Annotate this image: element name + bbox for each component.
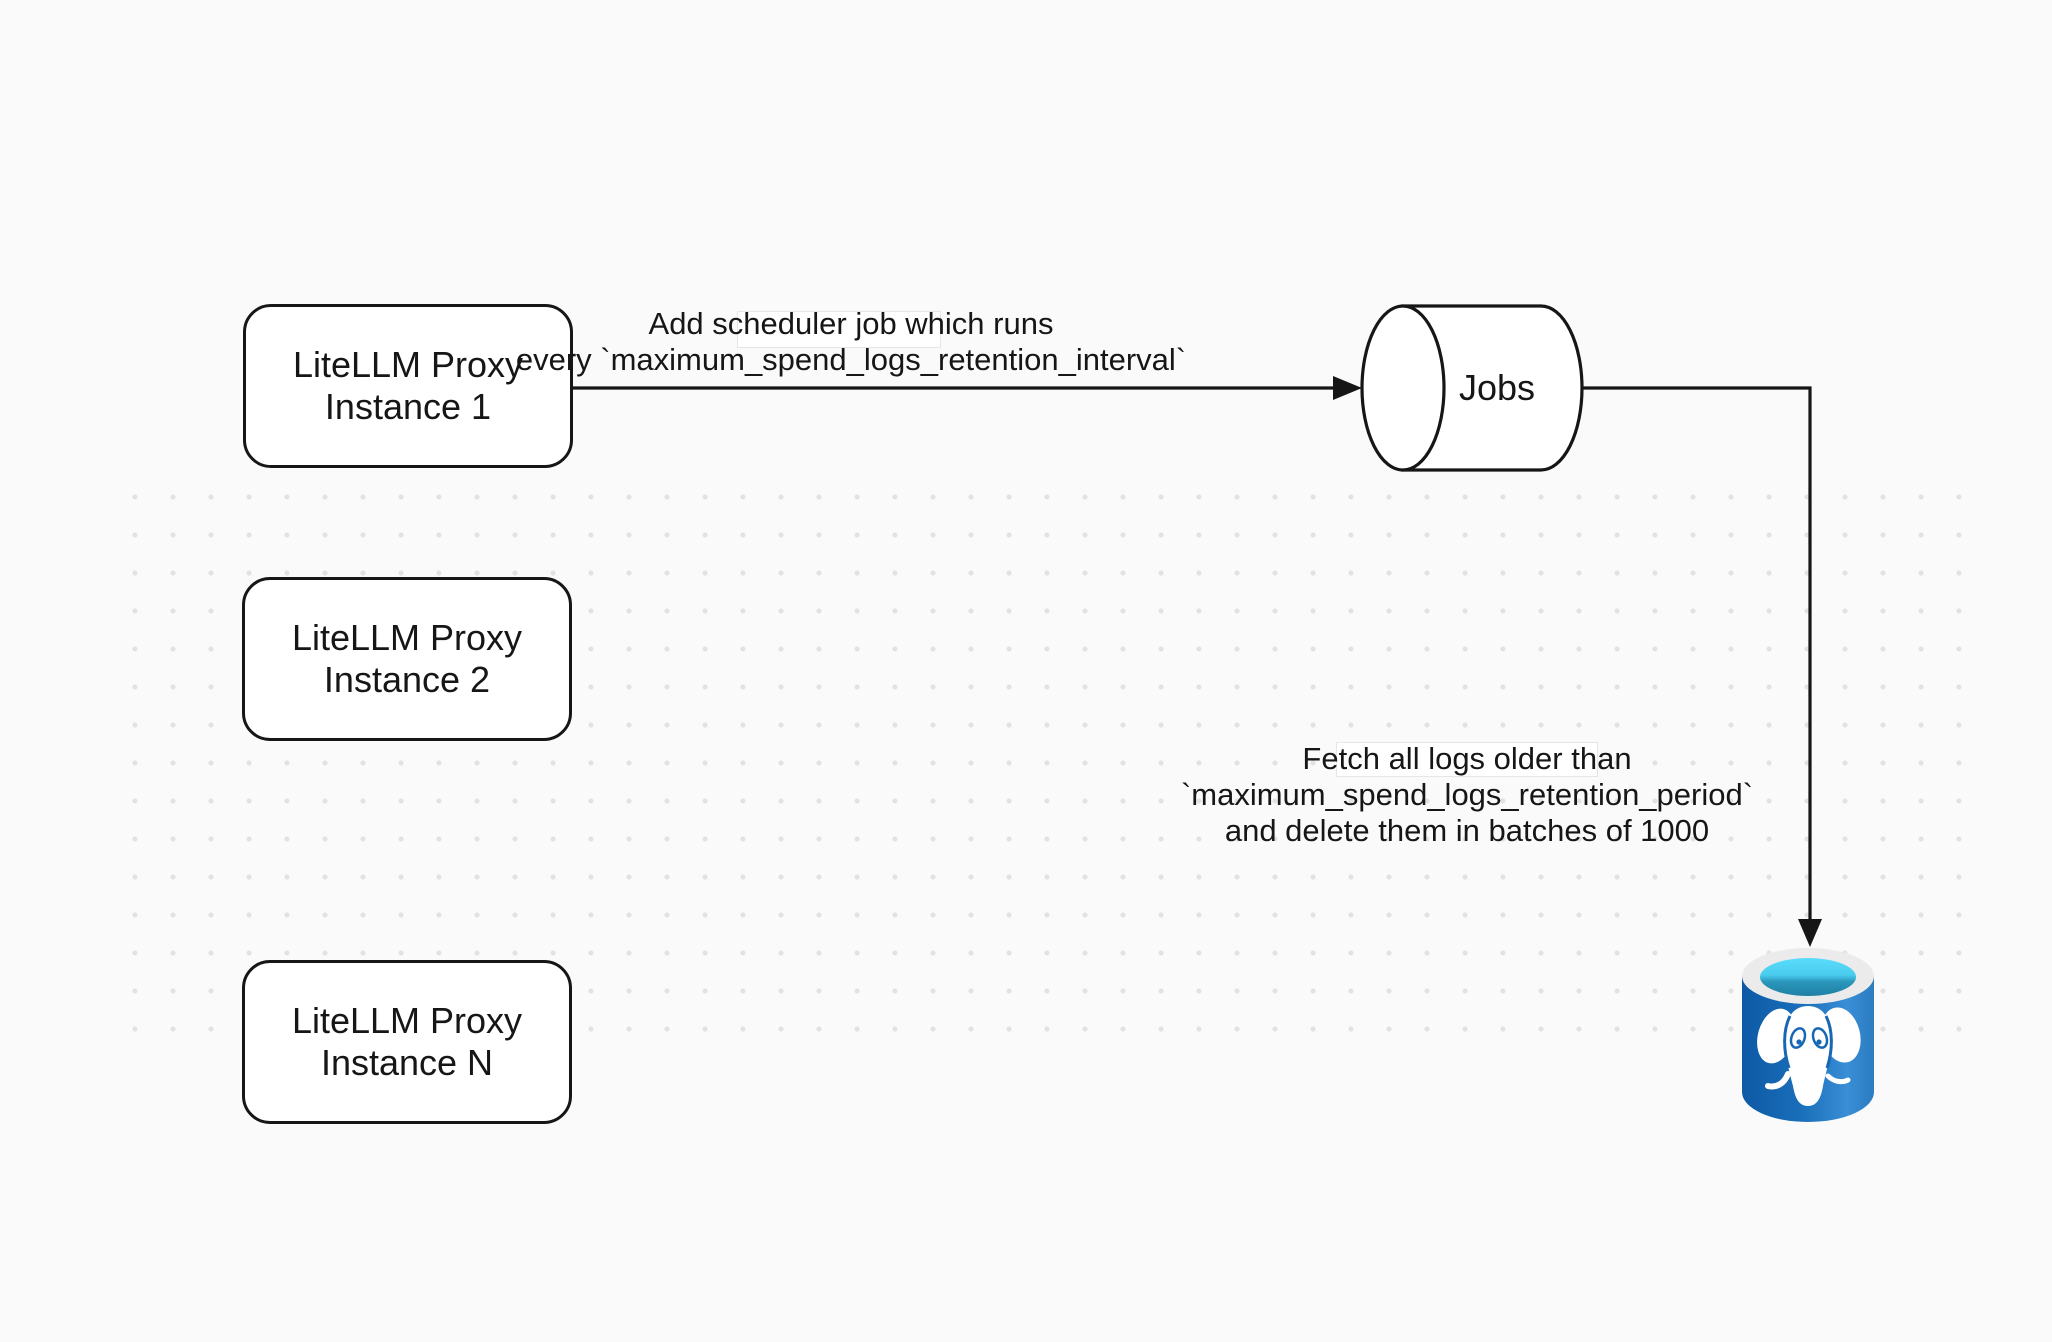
edge-label-line: and delete them in batches of 1000 [1224, 813, 1710, 848]
label-highlight-box [737, 311, 941, 348]
edge-jobs-to-postgres [1582, 386, 1812, 919]
node-title-line: LiteLLM Proxy [292, 344, 524, 385]
edge-label-line: Fetch all logs older than [1302, 741, 1632, 776]
node-title-line: LiteLLM Proxy [291, 617, 523, 658]
edge-label-line: every `maximum_spend_logs_retention_inte… [515, 342, 1187, 377]
node-proxy-instance-n: LiteLLM Proxy Instance N [242, 960, 572, 1124]
jobs-queue-node [1360, 304, 1584, 472]
node-title-line: Instance 2 [323, 659, 491, 700]
node-title-line: LiteLLM Proxy [291, 1000, 523, 1041]
edge-label-cleanup: Fetch all logs older than `maximum_spend… [1181, 741, 1753, 849]
arrowhead-right-icon [1333, 376, 1362, 400]
db-cylinder-fluid [1760, 958, 1856, 996]
node-title-line: Instance N [320, 1042, 494, 1083]
postgresql-database-icon [1742, 948, 1874, 1122]
label-highlight-box [1336, 742, 1598, 777]
arrowhead-down-icon [1798, 919, 1822, 947]
node-proxy-instance-2: LiteLLM Proxy Instance 2 [242, 577, 572, 741]
dot-grid-background [116, 478, 1978, 1048]
edge-label-scheduler: Add scheduler job which runs every `maxi… [516, 306, 1186, 378]
edge-label-line: Add scheduler job which runs [648, 306, 1054, 341]
queue-cylinder-body [1401, 304, 1584, 472]
node-title-line: Instance 1 [324, 386, 492, 427]
node-proxy-instance-1: LiteLLM Proxy Instance 1 [243, 304, 573, 468]
jobs-queue-label: Jobs [1458, 367, 1536, 408]
queue-cylinder-cap [1360, 304, 1446, 472]
postgres-elephant-icon [1757, 1006, 1861, 1106]
edge-label-line: `maximum_spend_logs_retention_period` [1180, 777, 1754, 812]
